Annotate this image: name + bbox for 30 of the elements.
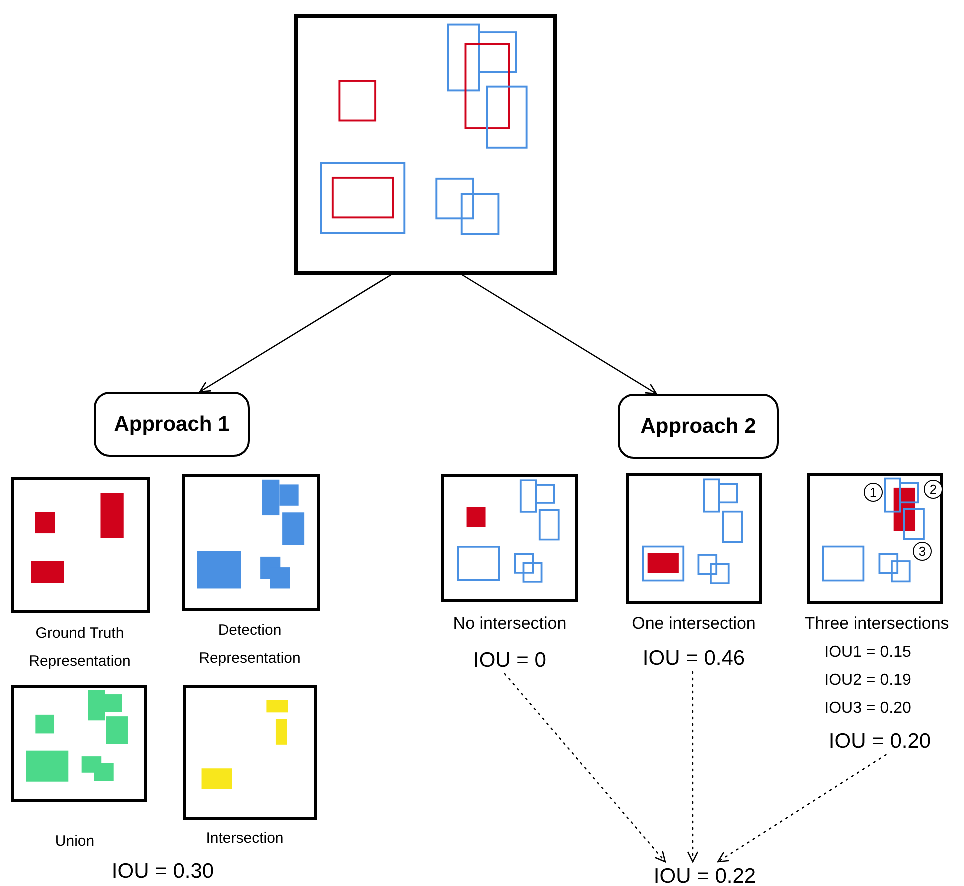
panel-caption: Intersection [205, 829, 285, 849]
dotted-arrow [718, 754, 887, 863]
iou-value: IOU = 0.30 [110, 861, 216, 882]
approach-box: Approach 2 [618, 394, 779, 459]
panel-caption: Ground Truth Representation [28, 624, 132, 672]
approach-box: Approach 1 [94, 392, 250, 457]
image-panel [441, 474, 578, 602]
iou-value: IOU3 = 0.20 [824, 701, 912, 717]
iou-value: IOU2 = 0.19 [824, 673, 912, 689]
arrow [199, 274, 392, 393]
picture [294, 14, 557, 275]
image-panel [11, 477, 150, 613]
iou-value: IOU = 0.22 [645, 862, 765, 886]
panel-caption: Detection Representation [198, 621, 302, 669]
image-panel [626, 473, 762, 604]
panel-caption: One intersection [631, 613, 757, 635]
panel-caption: Three intersections [804, 613, 950, 635]
iou-value: IOU1 = 0.15 [824, 645, 912, 661]
arrow [462, 274, 658, 395]
dotted-arrow [504, 673, 666, 863]
iou-value: IOU = 0.46 [640, 644, 748, 672]
panel-caption: No intersection [452, 613, 568, 635]
image-panel [182, 474, 320, 611]
dotted-arrow [687, 671, 699, 863]
panel-caption: Union [54, 832, 96, 852]
image-panel [807, 473, 943, 604]
image-panel [183, 685, 317, 820]
image-panel [11, 685, 147, 802]
iou-value: IOU = 0.20 [818, 727, 942, 755]
iou-value: IOU = 0 [460, 646, 560, 674]
